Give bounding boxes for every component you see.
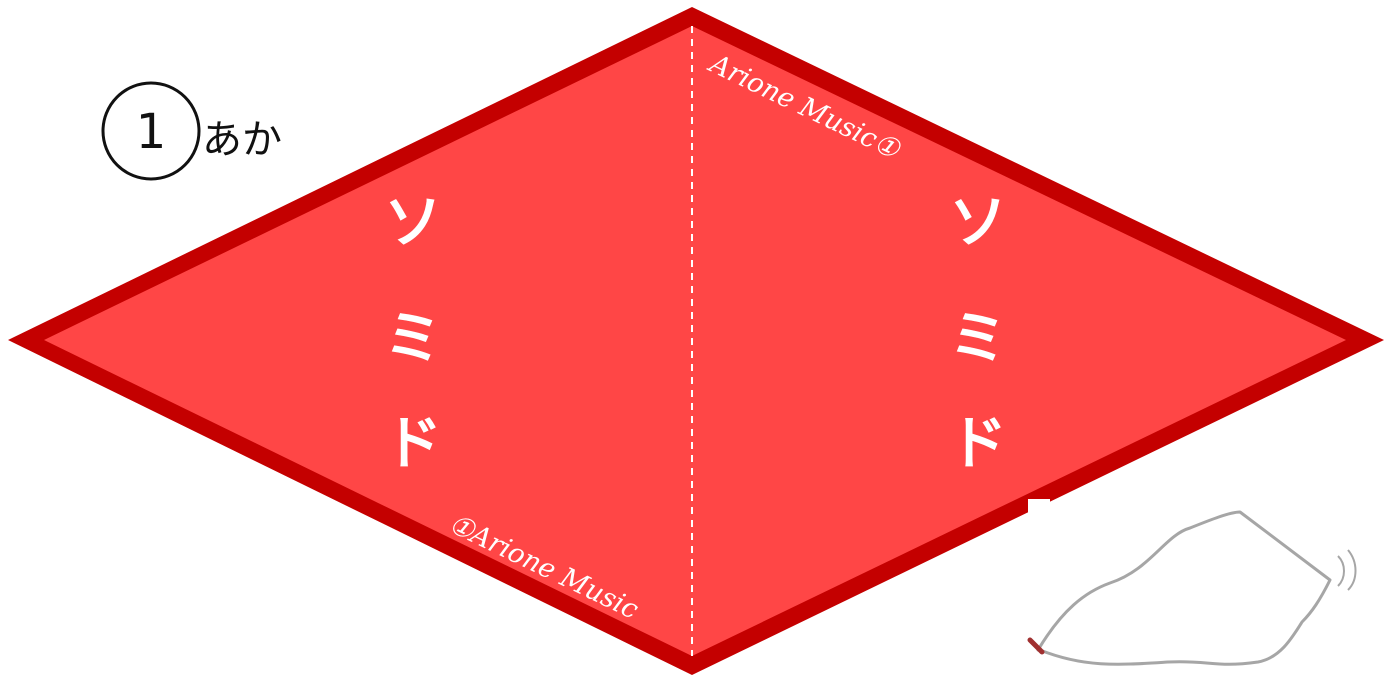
right-note-do: ド <box>949 409 1007 477</box>
number-label: 1 <box>136 104 167 160</box>
color-name-label: あか <box>202 117 282 163</box>
left-note-so: ソ <box>384 188 442 256</box>
right-note-mi: ミ <box>949 304 1007 372</box>
edge-notch <box>1028 499 1050 513</box>
bell-sketch-icon <box>1030 512 1356 664</box>
vibration-line-2 <box>1348 550 1356 590</box>
color-number-label: 1 あか <box>103 83 282 179</box>
left-note-do: ド <box>384 409 442 477</box>
right-note-column: ソ ミ ド <box>949 188 1007 477</box>
right-note-so: ソ <box>949 188 1007 256</box>
left-note-mi: ミ <box>384 304 442 372</box>
left-note-column: ソ ミ ド <box>384 188 442 477</box>
bell-sketch-outline <box>1038 512 1330 664</box>
vibration-line-1 <box>1338 556 1344 586</box>
